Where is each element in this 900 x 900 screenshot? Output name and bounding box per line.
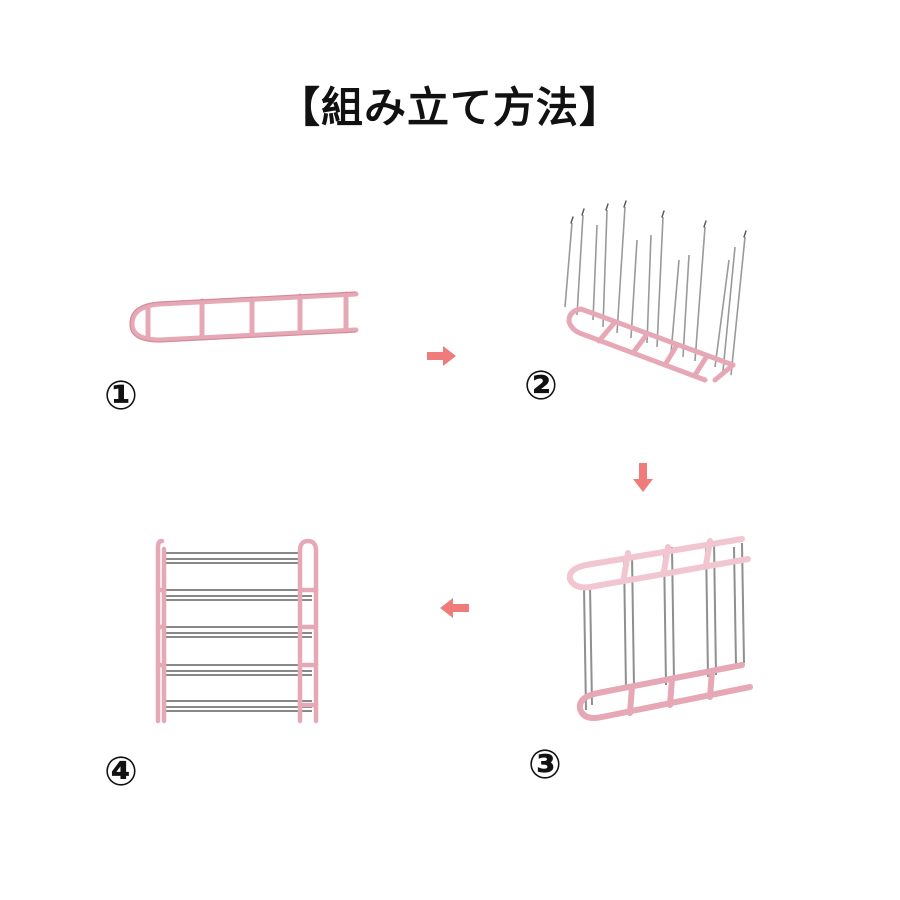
step-2-label: ②: [524, 363, 558, 409]
step-3-label: ③: [528, 742, 562, 788]
arrow-right-icon: [427, 346, 456, 366]
step-1-frame-illustration: [129, 291, 359, 343]
page-title: 【組み立て方法】: [277, 83, 622, 132]
step-2-frame-with-rods-illustration: [564, 200, 747, 383]
step-4-assembled-rack-illustration: [155, 538, 319, 724]
step-1-label: ①: [104, 373, 138, 419]
arrow-down-icon: [633, 463, 653, 492]
step-4-label: ④: [104, 749, 138, 795]
step-3-upright-frame-illustration: [566, 536, 753, 721]
arrow-left-icon: [440, 598, 469, 618]
